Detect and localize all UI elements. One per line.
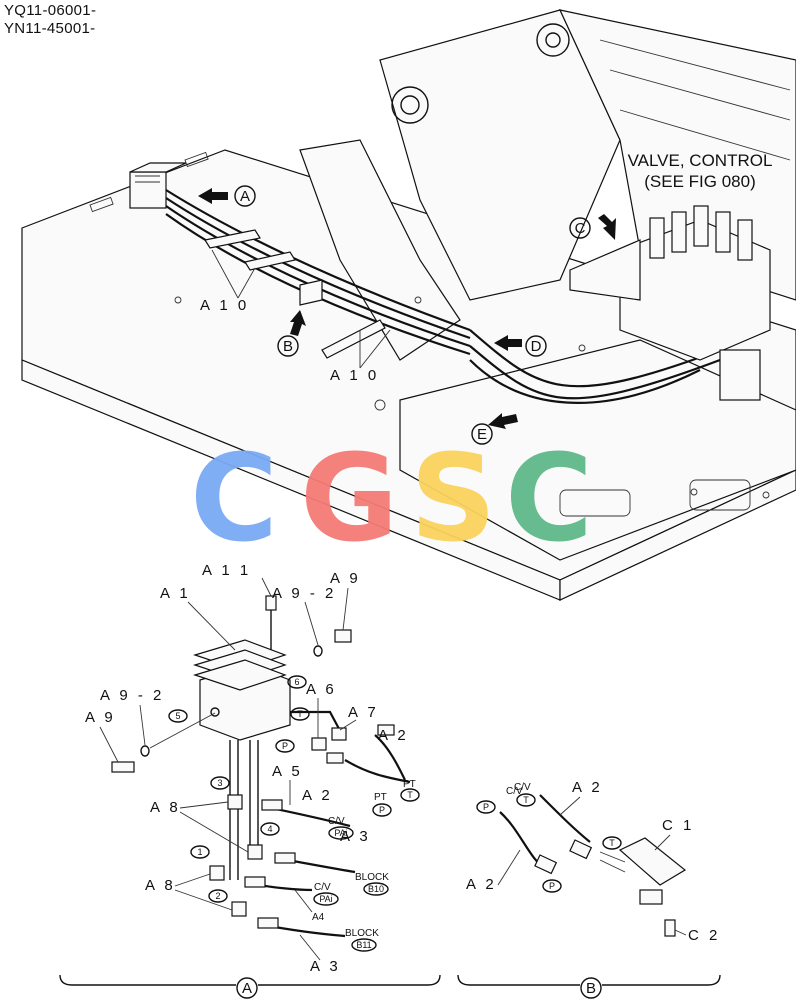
label-A9-2-right: A 9 - 2 xyxy=(272,585,336,602)
svg-text:G: G xyxy=(300,430,399,569)
detail-B-pressure-switch xyxy=(499,794,687,937)
svg-text:1: 1 xyxy=(197,847,202,857)
label-A6: A 6 xyxy=(306,681,337,698)
watermark: C G S C xyxy=(190,430,593,569)
svg-text:B: B xyxy=(283,338,293,355)
svg-text:T: T xyxy=(523,795,529,805)
svg-text:6: 6 xyxy=(294,677,299,687)
view-callout-A-top: A xyxy=(234,185,256,207)
port-oval-P: P xyxy=(275,739,295,753)
note-block-1: BLOCK xyxy=(355,872,389,883)
svg-text:T: T xyxy=(609,838,615,848)
note-P: PT xyxy=(374,792,387,803)
note-B-CV-right: C/V xyxy=(514,782,531,793)
label-C1: C 1 xyxy=(662,817,694,834)
svg-text:P: P xyxy=(483,802,489,812)
note-oval-PAi-1: PAi xyxy=(328,826,354,840)
label-B-A2-lower: A 2 xyxy=(466,876,497,893)
note-oval-P-right: P xyxy=(372,803,392,817)
label-A9-right: A 9 xyxy=(330,570,361,587)
port-oval-3: 3 xyxy=(210,776,230,790)
label-A4: A4 xyxy=(312,912,325,923)
port-oval-B-T-mid: T xyxy=(602,836,622,850)
note-oval-T-right: T xyxy=(400,788,420,802)
port-oval-5: 5 xyxy=(168,709,188,723)
svg-text:5: 5 xyxy=(175,711,180,721)
svg-text:D: D xyxy=(531,338,542,355)
label-A9-left: A 9 xyxy=(85,709,116,726)
svg-text:A: A xyxy=(242,980,252,997)
valve-control-label: VALVE, CONTROL xyxy=(628,151,773,170)
svg-text:P: P xyxy=(379,805,385,815)
svg-text:2: 2 xyxy=(215,891,220,901)
view-arrows xyxy=(198,188,616,429)
view-callout-C: C xyxy=(569,217,591,239)
note-CV-1: C/V xyxy=(328,816,345,827)
label-A3-lower: A 3 xyxy=(310,958,341,975)
view-callout-E: E xyxy=(471,423,493,445)
svg-text:T: T xyxy=(407,790,413,800)
port-oval-B-P-bottom: P xyxy=(542,879,562,893)
view-callout-D: D xyxy=(525,335,547,357)
serial-number-2: YN11-45001- xyxy=(4,20,96,37)
label-A8-upper: A 8 xyxy=(150,799,181,816)
view-callout-B-top: B xyxy=(277,335,299,357)
svg-text:B11: B11 xyxy=(356,940,371,950)
label-A11: A 1 1 xyxy=(202,562,251,579)
valve-control-ref: (SEE FIG 080) xyxy=(644,172,755,191)
note-oval-B11: B11 xyxy=(351,938,377,952)
port-oval-4: 4 xyxy=(260,822,280,836)
svg-text:A: A xyxy=(240,188,250,205)
note-block-2: BLOCK xyxy=(345,928,379,939)
control-valve-body xyxy=(569,205,771,401)
note-oval-B10: B10 xyxy=(363,882,389,896)
svg-text:3: 3 xyxy=(217,778,222,788)
svg-text:C: C xyxy=(575,220,586,237)
svg-text:P: P xyxy=(282,741,288,751)
svg-text:C: C xyxy=(190,430,278,569)
note-oval-PAi-2: PAi xyxy=(313,892,339,906)
port-oval-1: 1 xyxy=(190,845,210,859)
detail-B-brace: B xyxy=(457,974,721,999)
pilot-valve-top xyxy=(129,162,187,209)
label-A1: A 1 xyxy=(160,585,191,602)
label-A2-mid: A 2 xyxy=(302,787,333,804)
label-B-A2-upper: A 2 xyxy=(572,779,603,796)
svg-text:PAi: PAi xyxy=(334,828,347,838)
note-PT: PT xyxy=(403,779,416,790)
hose-bundle-top xyxy=(165,189,721,404)
svg-text:P: P xyxy=(549,881,555,891)
port-oval-2: 2 xyxy=(208,889,228,903)
svg-text:B: B xyxy=(586,980,596,997)
machine-frame xyxy=(21,9,796,601)
note-CV-2: C/V xyxy=(314,882,331,893)
svg-text:B10: B10 xyxy=(368,884,384,894)
port-oval-B-P-top: P xyxy=(476,800,496,814)
label-A7: A 7 xyxy=(348,704,379,721)
label-A8-lower: A 8 xyxy=(145,877,176,894)
svg-text:E: E xyxy=(477,426,487,443)
port-oval-B-T-top: T xyxy=(516,793,536,807)
svg-text:PAi: PAi xyxy=(319,894,332,904)
label-A10-lower: A 1 0 xyxy=(330,367,379,384)
note-B-CV-left: C/V xyxy=(506,786,523,797)
detail-A-brace: A xyxy=(59,974,441,999)
label-A3-upper: A 3 xyxy=(340,828,371,845)
serial-number-1: YQ11-06001- xyxy=(4,2,97,19)
label-A9-2-left: A 9 - 2 xyxy=(100,687,164,704)
label-C2: C 2 xyxy=(688,927,720,944)
svg-text:T: T xyxy=(297,709,303,719)
label-A2-upper: A 2 xyxy=(378,727,409,744)
label-A10-upper: A 1 0 xyxy=(200,297,249,314)
port-oval-T: T xyxy=(290,707,310,721)
label-A5: A 5 xyxy=(272,763,303,780)
detail-A-pilot-valve xyxy=(111,595,411,938)
svg-text:4: 4 xyxy=(267,824,272,834)
clamp-brackets xyxy=(204,229,386,359)
svg-text:C: C xyxy=(505,430,593,569)
port-oval-6: 6 xyxy=(287,675,307,689)
svg-text:S: S xyxy=(410,430,496,569)
